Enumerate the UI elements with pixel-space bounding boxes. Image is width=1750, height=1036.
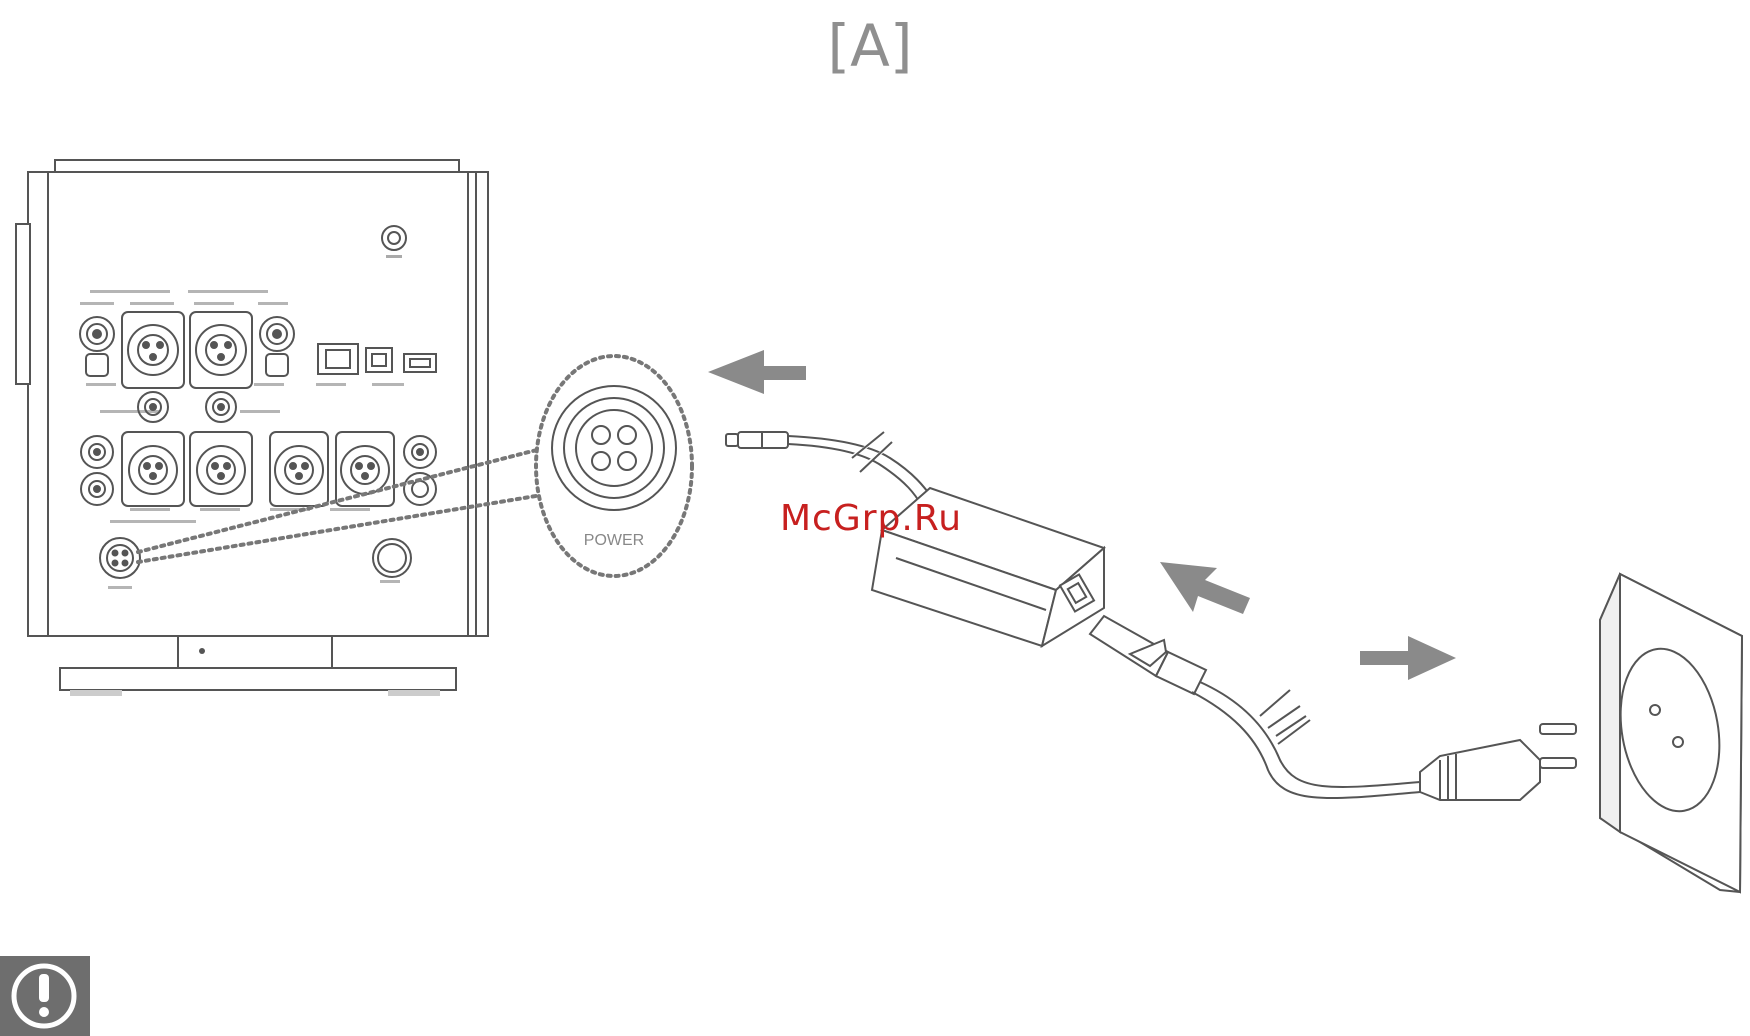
device-rear-panel-icon [16, 160, 488, 696]
watermark-text: McGrp.Ru [780, 498, 962, 539]
arrow-icon [1160, 562, 1250, 614]
ac-cable [1090, 616, 1420, 798]
dc-cable [726, 432, 934, 506]
arrow-icon [1360, 636, 1456, 680]
wall-outlet-icon [1600, 574, 1742, 892]
exclamation-warning-icon [0, 956, 90, 1036]
wall-plug-icon [1420, 724, 1576, 800]
power-socket-callout: POWER [536, 356, 692, 576]
power-label: POWER [584, 532, 644, 549]
brand-logo-icon: [A] [828, 12, 913, 80]
arrow-icon [708, 350, 806, 394]
